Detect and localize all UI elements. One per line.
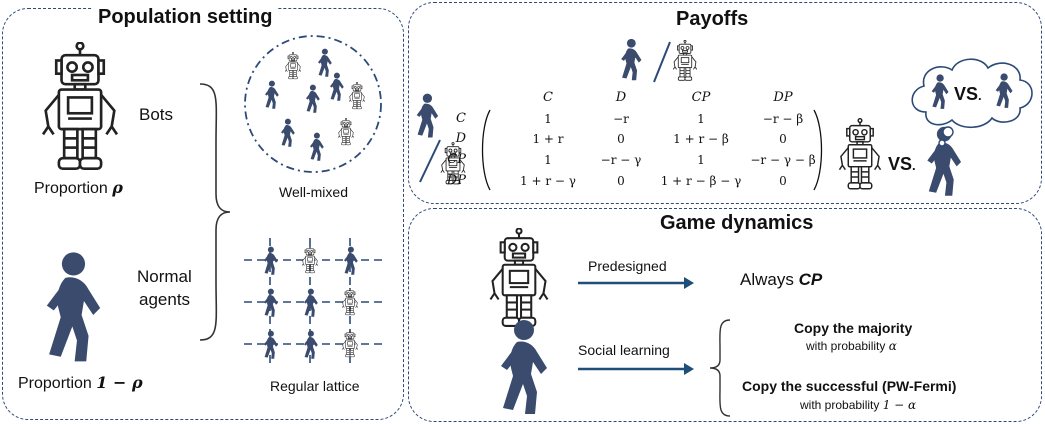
payoffs-panel: [408, 2, 1042, 204]
robot-icon: [341, 288, 359, 316]
robot-icon: [838, 118, 882, 192]
walking-person-icon: [261, 288, 279, 318]
matrix-row-label: C: [456, 111, 466, 126]
matrix-cell: 1: [697, 112, 705, 126]
matrix-col-label: D: [615, 90, 627, 105]
matrix-cell: 0: [779, 132, 787, 146]
matrix-cell: 1: [544, 153, 552, 167]
matrix-cell: 0: [617, 132, 625, 146]
walking-person-icon: [262, 80, 280, 110]
predesigned-label: Predesigned: [588, 258, 667, 274]
matrix-row-label: CP: [447, 152, 466, 167]
walking-person-icon: [327, 72, 345, 102]
walking-person-icon: [488, 318, 554, 418]
normal-proportion: Proportion 1 − ρ: [18, 373, 143, 392]
matrix-col-label: DP: [773, 90, 793, 105]
matrix-cell: 0: [779, 174, 787, 188]
well-mixed-label: Well-mixed: [279, 184, 348, 200]
slash-divider: [419, 139, 441, 183]
matrix-col-label: C: [543, 90, 553, 105]
dynamics-title: Game dynamics: [660, 212, 814, 234]
vs-label: VS.: [888, 154, 916, 174]
walking-person-icon: [928, 72, 950, 112]
slash-divider: [653, 41, 671, 83]
matrix-cell: −r − γ: [600, 153, 642, 167]
robot-icon: [337, 118, 355, 146]
predesigned-arrow: [578, 277, 694, 289]
brace: [199, 83, 231, 341]
matrix-col-label: CP: [691, 90, 711, 105]
walking-person-icon: [307, 132, 325, 162]
matrix-cell: 1 + r: [532, 132, 564, 146]
matrix-cell: 1: [544, 112, 552, 126]
rules-brace: [709, 319, 731, 417]
bots-proportion: Proportion ρ: [34, 178, 123, 197]
walking-person-icon: [616, 38, 644, 82]
walking-person-icon: [303, 84, 321, 114]
rule2-title: Copy the successful (PW-Fermi): [742, 378, 957, 394]
walking-person-icon: [301, 330, 319, 360]
social-learning-label: Social learning: [578, 342, 670, 358]
lattice-label: Regular lattice: [270, 378, 360, 394]
dynamics-panel: [408, 208, 1042, 422]
population-title: Population setting: [92, 6, 279, 29]
always-cp-label: Always CP: [740, 270, 823, 289]
matrix-cell: 1: [697, 153, 705, 167]
robot-icon: [301, 246, 319, 274]
walking-person-icon: [992, 70, 1014, 112]
robot-icon: [341, 330, 359, 358]
vs-thought-label: VS.: [954, 84, 982, 104]
matrix-cell: −r − β: [762, 112, 804, 126]
walking-person-icon: [278, 118, 296, 148]
matrix-cell: 1 + r − β: [673, 132, 729, 146]
robot-icon: [348, 82, 366, 110]
robot-icon: [672, 40, 698, 82]
payoffs-title: Payoffs: [676, 8, 749, 30]
matrix-cell: 0: [617, 174, 625, 188]
matrix-cell: −r: [613, 112, 629, 126]
rule2-prob: with probability 1 − α: [800, 398, 917, 412]
rule1-title: Copy the majority: [794, 320, 913, 336]
walking-person-icon: [261, 246, 279, 276]
well-mixed-circle: [244, 35, 382, 173]
social-learning-arrow: [578, 363, 694, 375]
robot-icon: [40, 42, 120, 174]
matrix-row-label: D: [455, 131, 466, 146]
matrix-left-paren: [481, 109, 491, 191]
walking-person-icon: [341, 246, 359, 276]
matrix-cell: 1 + r − β − γ: [660, 174, 742, 188]
robot-icon: [486, 228, 552, 330]
normal-label-line1: Normal: [137, 267, 192, 286]
robot-icon: [284, 52, 302, 80]
normal-label-line2: agents: [139, 290, 191, 309]
walking-person-icon: [261, 330, 279, 360]
rule1-prob: with probability α: [806, 339, 897, 353]
matrix-row-label: DP: [446, 173, 466, 188]
walking-person-icon: [301, 288, 319, 318]
bots-label: Bots: [139, 105, 174, 124]
matrix-right-paren: [813, 109, 823, 191]
walking-person-icon: [30, 250, 110, 366]
matrix-cell: 1 + r − γ: [520, 174, 576, 188]
matrix-cell: −r − γ − β: [750, 153, 816, 167]
